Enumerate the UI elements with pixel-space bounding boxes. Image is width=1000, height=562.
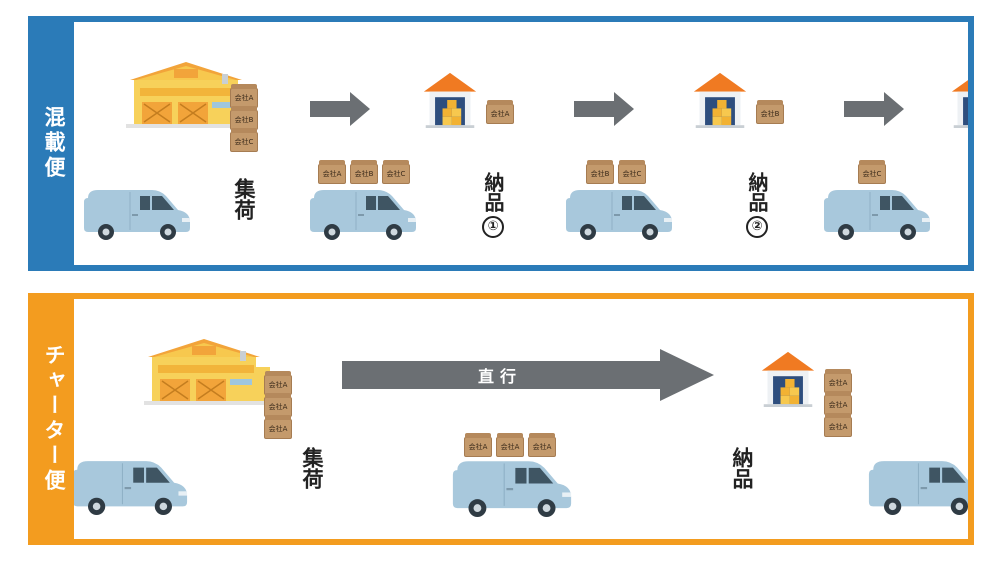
van-icon [866,459,968,515]
box: 会社B [756,100,784,124]
warehouse-icon [422,70,478,130]
consolidated-band-label: 混載便 [42,106,66,181]
box: 会社B [230,106,258,130]
delivery-2-number: ② [746,216,768,238]
van-icon [822,188,932,240]
delivery-2-text: 納品 [745,172,769,212]
box: 会社C [230,128,258,152]
van-icon [446,459,578,517]
box: 会社A [318,160,346,184]
box: 会社A [824,391,852,415]
box: 会社A [496,433,524,457]
box: 会社A [528,433,556,457]
warehouse-icon [950,70,968,130]
van-icon [74,459,190,515]
charter-band: チャーター便 [34,299,74,539]
consolidated-panel: 混載便 会社A 会社B 会社C 集荷 会社A 会社A 会社B 会社C 納品 ① … [28,16,974,271]
charter-panel: チャーター便 会社A 会社A 会社A 集荷 直行 会社A 会社A 会社A 会社A… [28,293,974,545]
pickup-label: 集荷 [300,447,324,489]
van-icon [82,188,192,240]
van-icon [564,188,674,240]
box: 会社B [586,160,614,184]
warehouse-icon [760,349,816,409]
box: 会社A [264,415,292,439]
consolidated-area: 会社A 会社B 会社C 集荷 会社A 会社A 会社B 会社C 納品 ① 会社B … [74,22,968,265]
pickup-label: 集荷 [232,178,256,220]
box: 会社A [824,369,852,393]
arrow-icon [574,92,634,126]
delivery-label: 納品 [730,447,754,489]
delivery-1-number: ① [482,216,504,238]
warehouse-icon [692,70,748,130]
factory-icon [144,337,274,407]
box: 会社A [264,371,292,395]
delivery-2-label: 納品 ② [742,172,772,238]
charter-area: 会社A 会社A 会社A 集荷 直行 会社A 会社A 会社A 会社A 会社A 会社… [74,299,968,539]
consolidated-band: 混載便 [34,22,74,265]
box: 会社A [464,433,492,457]
box: 会社A [824,413,852,437]
box: 会社C [858,160,886,184]
arrow-icon [310,92,370,126]
van-icon [308,188,418,240]
delivery-1-text: 納品 [481,172,505,212]
arrow-icon [844,92,904,126]
box: 会社A [486,100,514,124]
box: 会社C [382,160,410,184]
charter-band-label: チャーター便 [42,344,66,494]
box: 会社B [350,160,378,184]
direct-arrow-icon [342,349,714,401]
direct-label: 直行 [478,367,523,386]
box: 会社C [618,160,646,184]
delivery-1-label: 納品 ① [478,172,508,238]
box: 会社A [230,84,258,108]
box: 会社A [264,393,292,417]
